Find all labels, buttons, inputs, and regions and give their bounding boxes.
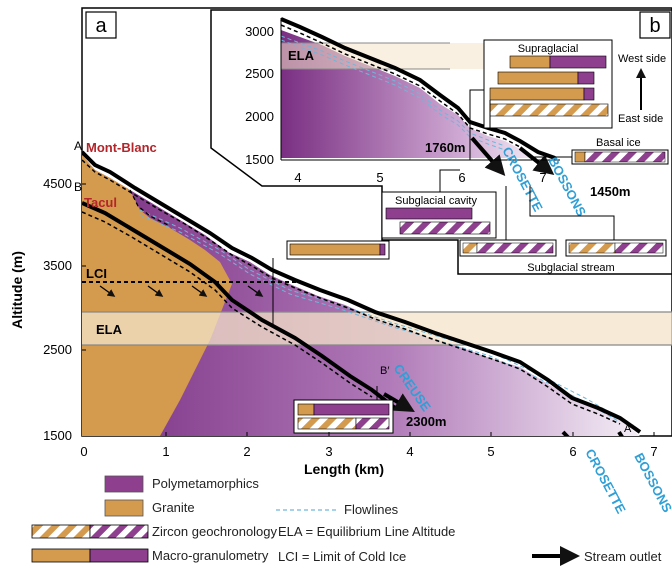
b-xtick-6: 6 [458,170,465,185]
subglacial-stream-boxes: Subglacial stream [459,239,667,274]
creuse-samples-box [293,399,394,434]
lci-arrows [99,285,264,297]
granite-boundary [129,189,171,227]
panel-b-label-box [639,11,671,39]
xtick-6: 6 [569,444,576,459]
legend-zircon-swatch-a [31,524,91,539]
legend-macro-swatch-a [31,548,91,563]
xtick-0: 0 [80,444,87,459]
legend-macro-swatch-b [89,548,149,563]
ytick-1500: 1500 [43,428,72,443]
flowline-2 [139,214,621,423]
b-ytick-3000: 3000 [245,24,274,39]
legend-poly-swatch [104,475,144,493]
b-ytick-2500: 2500 [245,66,274,81]
basal-ice-hatch [584,151,666,163]
panel-b-yticks: 3000 2500 2000 1500 [245,24,274,167]
panel-a-label-box [85,11,117,39]
xtick-1: 1 [162,444,169,459]
legend-macro: Macro-granulometry [152,548,269,563]
legend-granite-swatch [104,499,144,517]
panel-a-ylabel: Altitude (m) [9,251,25,329]
ela-label-a: ELA [96,322,123,337]
profile-b2-label: B′ [380,365,389,377]
supraglacial-box: Supraglacial [483,39,613,129]
b-xtick-4: 4 [294,170,301,185]
xtick-4: 4 [406,444,413,459]
ela-label-b: ELA [288,48,315,63]
legend-granite: Granite [152,500,195,515]
creuse-altitude: 2300m [406,414,446,429]
profile-b-dashed [82,211,373,398]
supraglacial-label: Supraglacial [518,43,579,55]
bossons-label-a: BOSSONS [631,450,672,515]
ela-band [82,312,672,345]
profile-a-dashed [82,159,621,425]
b-xtick-5: 5 [376,170,383,185]
panel-a-yticks: 4500 3500 2500 1500 [43,176,72,443]
panel-a-ytick-marks [82,183,86,351]
creuse-outlet-arrow [382,392,415,413]
west-side-label: West side [618,53,666,65]
b-ytick-1500: 1500 [245,152,274,167]
legend-ela: ELA = Equilibrium Line Altitude [278,524,455,539]
panel-b: 3000 2500 2000 1500 4 5 6 7 ELA 1760m 14… [210,9,672,275]
legend-lci: LCI = Limit of Cold Ice [278,549,406,564]
crosette-label-a: CROSETTE [582,446,629,516]
basal-ice-label: Basal ice [596,137,641,149]
east-side-label: East side [618,113,663,125]
legend-poly: Polymetamorphics [152,476,259,491]
subcav-label: Subglacial cavity [395,195,477,207]
legend-zircon-swatch-b [89,524,149,539]
profile-a-line [82,150,642,434]
lci-label: LCI [86,266,107,281]
legend-flowlines: Flowlines [344,502,399,517]
panel-b-label: b [649,15,660,37]
ytick-3500: 3500 [43,258,72,273]
profile-a2-label: A′ [624,423,633,435]
basal-ice-granite [574,151,586,163]
granulometry-box-upper [286,240,390,260]
ytick-4500: 4500 [43,176,72,191]
legend-stream: Stream outlet [584,549,662,564]
panel-a-xticks: 0 1 2 3 4 5 6 7 [80,444,657,459]
b-xtick-7: 7 [539,170,546,185]
substream-label: Subglacial stream [527,262,614,274]
alt-1760: 1760m [425,140,465,155]
ytick-2500: 2500 [43,342,72,357]
panel-a-xlabel: Length (km) [304,461,384,477]
xtick-7: 7 [650,444,657,459]
profile-b-label: B [74,180,82,194]
panel-a-xtick-marks [165,432,655,436]
mont-blanc-label: Mont-Blanc [86,140,157,155]
panel-b-xticks: 4 5 6 7 [294,170,546,185]
b-ytick-2000: 2000 [245,109,274,124]
legend-zircon: Zircon geochronology [152,524,278,539]
xtick-5: 5 [487,444,494,459]
crosette-outlet-arrow-a [561,430,570,436]
polymetamorphics-area [82,155,640,436]
alt-1450: 1450m [590,184,630,199]
xtick-3: 3 [325,444,332,459]
profile-a-label: A [74,139,82,153]
tacul-label: Tacul [84,195,117,210]
xtick-2: 2 [243,444,250,459]
panel-b-connectors [439,89,615,240]
legend: Polymetamorphics Granite Zircon geochron… [31,475,662,566]
subglacial-cavity-box: Subglacial cavity [381,191,497,239]
panel-a-label: a [95,15,107,37]
profile-b-line [82,201,397,410]
